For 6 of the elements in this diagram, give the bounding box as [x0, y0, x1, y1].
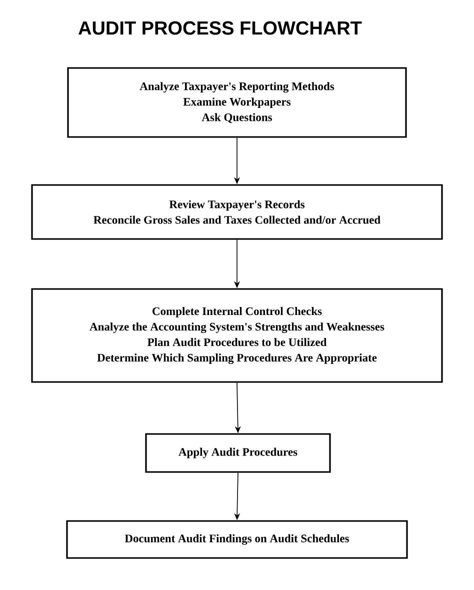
process-box: Document Audit Findings on Audit Schedules [66, 520, 408, 559]
title: AUDIT PROCESS FLOWCHART [78, 21, 362, 35]
process-box: Complete Internal Control Checks Analyze the Accounting System's Strengths and Weaknesses Plan Audit Procedures to be Utilized Determine Which Sampling Procedures Are Appropriate [31, 288, 443, 383]
process-box: Review Taxpayer's Records Reconcile Gross Sales and Taxes Collected and/or Accrued [31, 184, 443, 240]
process-box: Apply Audit Procedures [145, 433, 331, 473]
process-box: Analyze Taxpayer's Reporting Methods Examine Workpapers Ask Questions [67, 67, 407, 138]
